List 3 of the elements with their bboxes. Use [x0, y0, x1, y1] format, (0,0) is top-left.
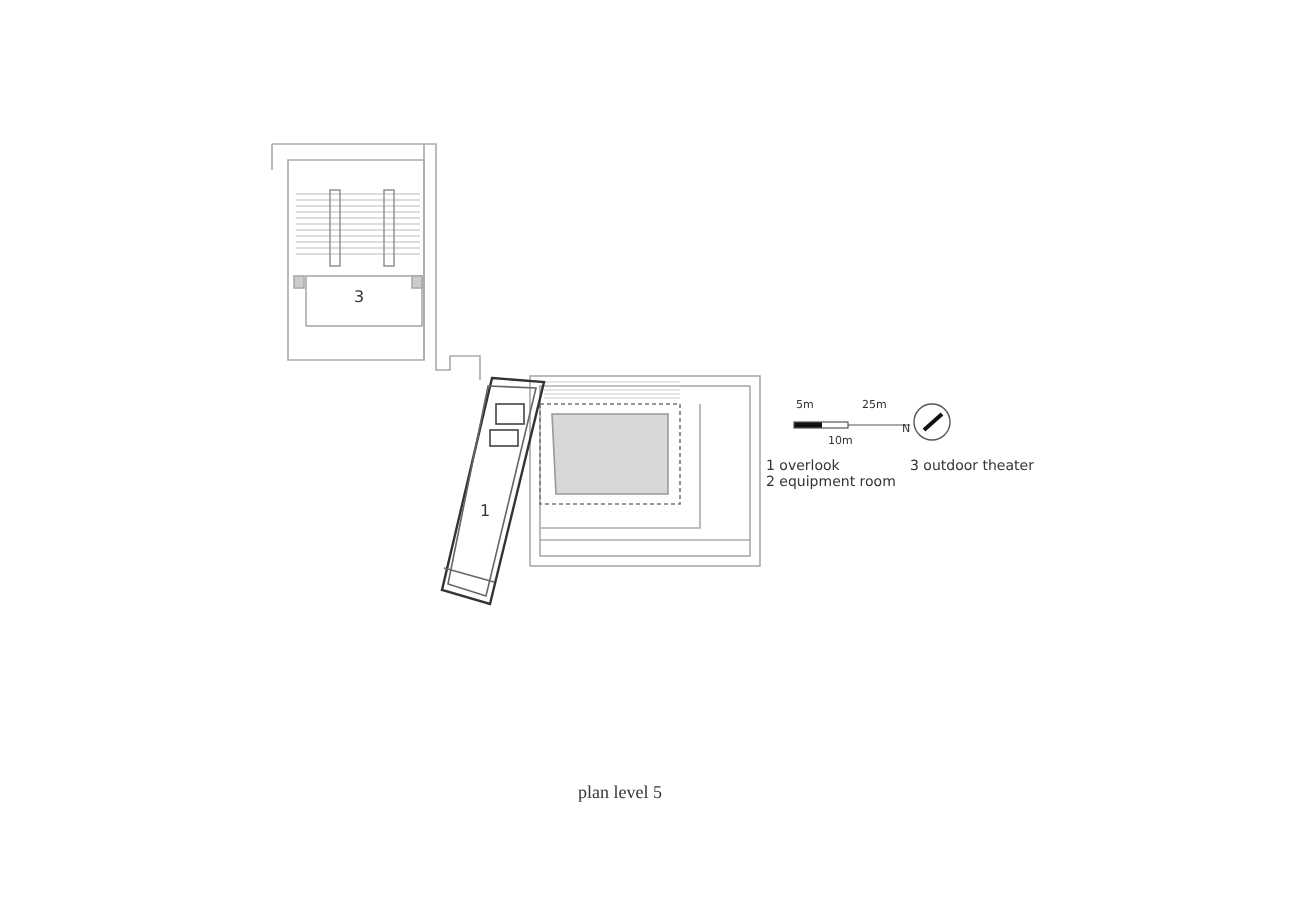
- caption: plan level 5: [578, 784, 662, 802]
- room-number: 1: [480, 504, 491, 520]
- room-number: 3: [354, 290, 365, 306]
